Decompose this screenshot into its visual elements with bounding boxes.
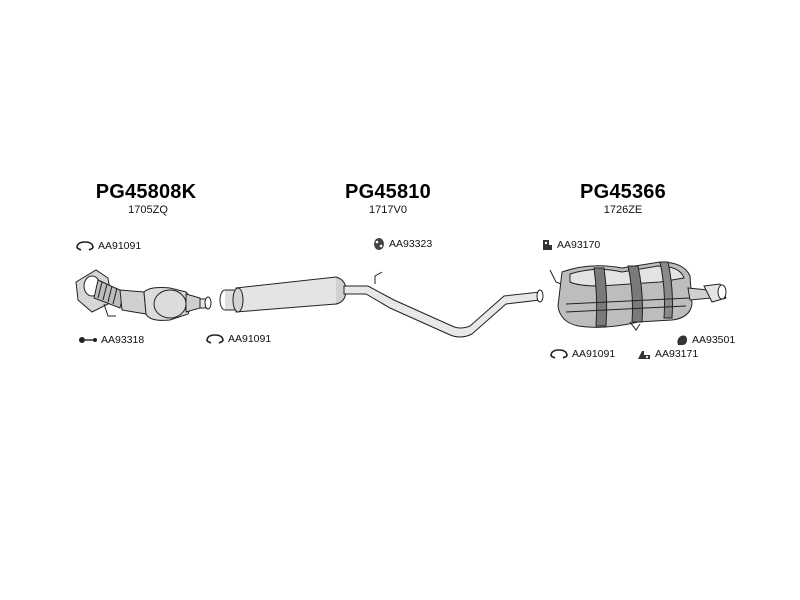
accessory-clamp-front-top: AA91091 [75, 240, 141, 252]
accessory-bracket-rear-bottom: AA93171 [636, 347, 698, 361]
accessory-code: AA93323 [389, 238, 433, 250]
group-title-middle: PG45810 [345, 181, 431, 203]
clamp-icon [550, 349, 568, 359]
accessory-code: AA93171 [655, 348, 699, 360]
clamp-icon [206, 334, 224, 344]
rear-silencer [549, 261, 727, 331]
clamp-icon [76, 241, 94, 251]
accessory-code: AA93501 [692, 334, 736, 346]
mount-icon [677, 335, 687, 345]
accessory-rubber-hanger: AA93323 [372, 237, 432, 251]
accessory-bracket-rear-top: AA93170 [540, 238, 600, 252]
bolt-icon [79, 337, 97, 343]
accessory-code: AA93318 [101, 334, 145, 346]
accessory-code: AA91091 [98, 240, 142, 252]
group-code-rear: 1726ZE [603, 204, 643, 216]
group-code-middle: 1717V0 [369, 204, 407, 216]
accessory-clamp-rear: AA91091 [549, 348, 615, 360]
accessory-code: AA93170 [557, 239, 601, 251]
rubber-hanger-icon [374, 238, 384, 250]
group-title-front: PG45808K [95, 181, 197, 203]
accessory-code: AA91091 [228, 333, 272, 345]
catalytic-converter [75, 269, 212, 321]
group-code-front: 1705ZQ [128, 204, 168, 216]
bracket-icon [543, 240, 552, 250]
group-title-rear: PG45366 [580, 181, 666, 203]
bracket-icon [638, 351, 650, 359]
accessory-bolt-front: AA93318 [78, 334, 144, 346]
accessory-clamp-middle: AA91091 [205, 333, 271, 345]
middle-silencer-pipe [219, 271, 544, 338]
accessory-code: AA91091 [572, 348, 616, 360]
accessory-mount-rear: AA93501 [675, 333, 735, 347]
